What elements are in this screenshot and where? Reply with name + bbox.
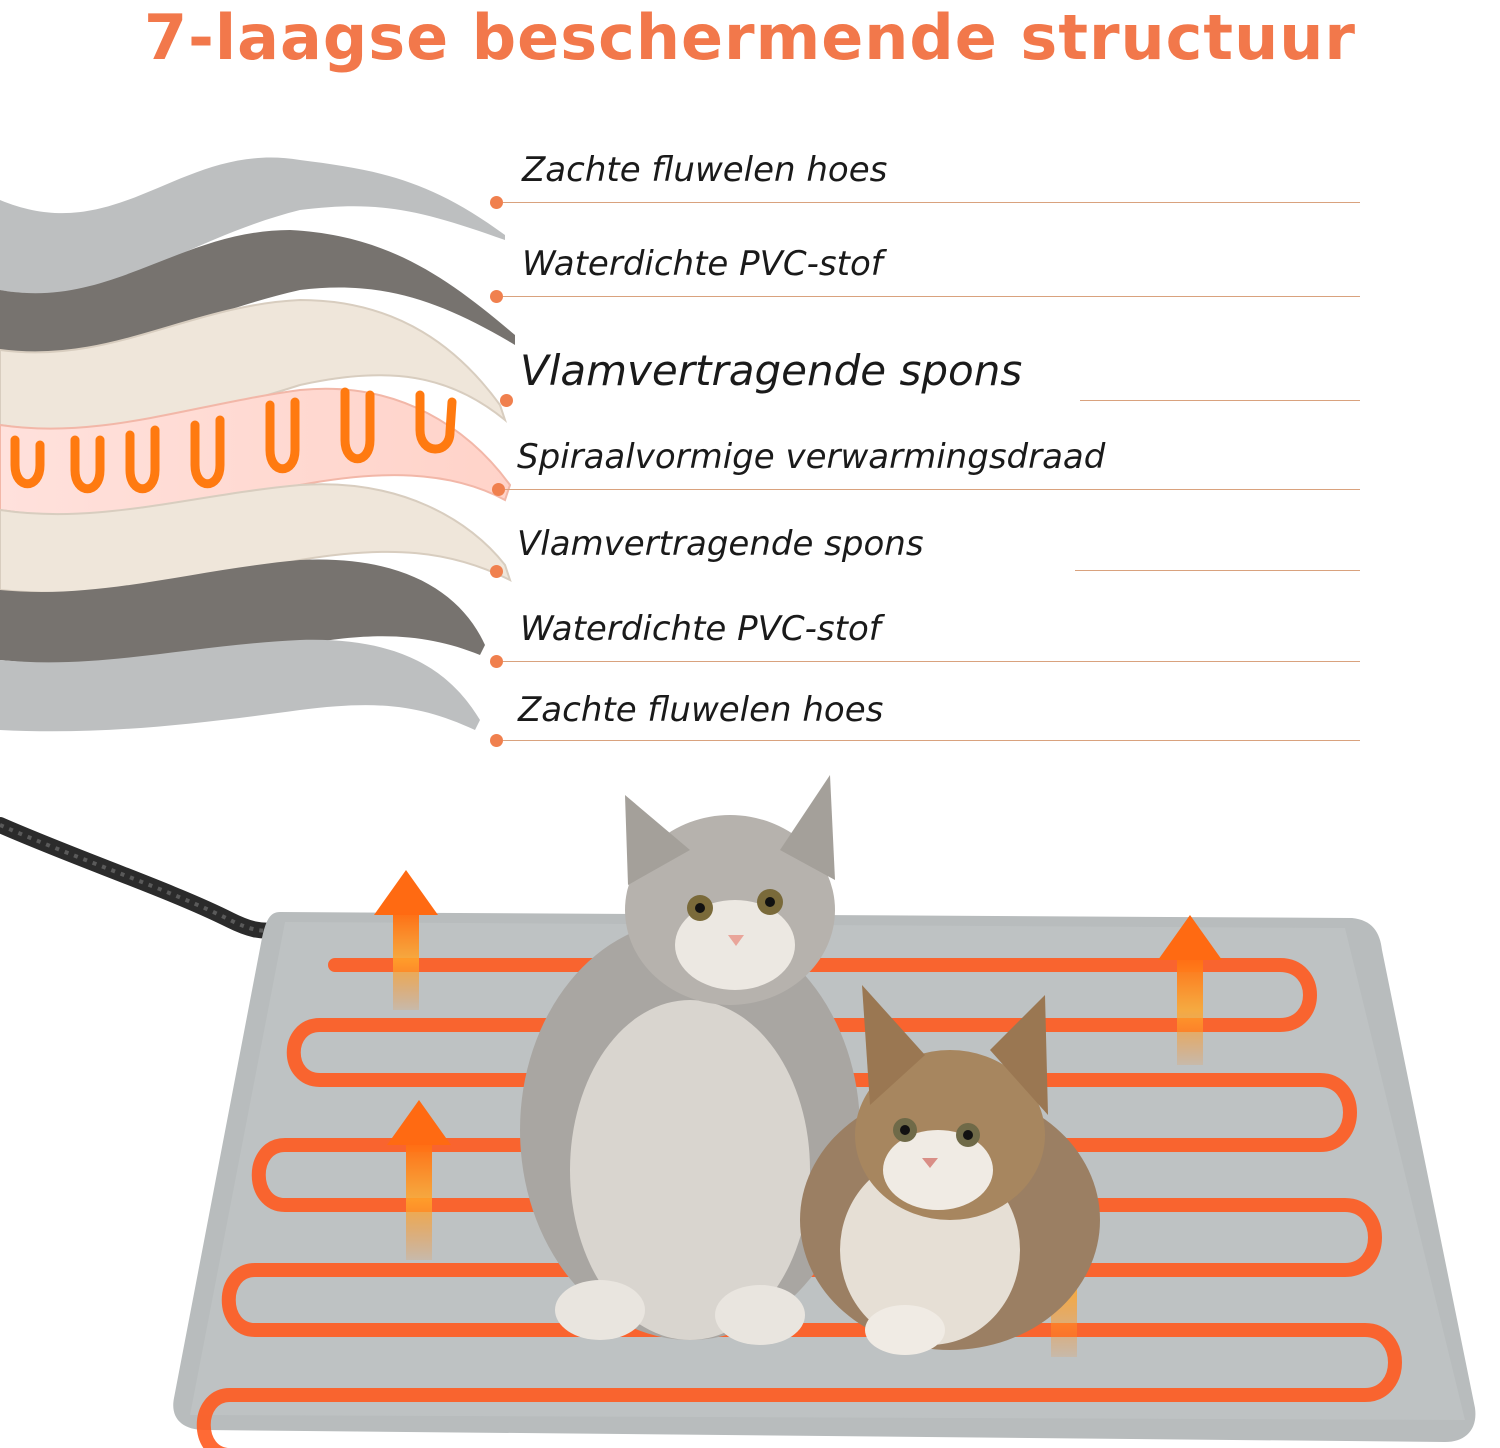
layer-label-1: Zachte fluwelen hoes	[522, 150, 888, 190]
layer-label-3: Vlamvertragende spons	[520, 346, 1023, 395]
layer-label-2: Waterdichte PVC-stof	[522, 244, 883, 284]
layer-label-5: Vlamvertragende spons	[517, 524, 924, 564]
layer-rule-1	[503, 202, 1360, 203]
heating-wire-icon	[10, 387, 457, 494]
layer-stack-illustration	[0, 157, 515, 732]
layer-rule-5	[1075, 570, 1360, 571]
mat-heating-wire-icon	[196, 958, 1402, 1448]
velvet-layer-top-icon	[0, 157, 505, 294]
heat-arrow-icon	[387, 1100, 451, 1260]
pvc-layer-top-icon	[0, 230, 515, 353]
power-cable-icon	[0, 817, 283, 939]
layer-rule-3	[1080, 400, 1360, 401]
layer-label-4: Spiraalvormige verwarmingsdraad	[517, 437, 1106, 477]
heating-mat-illustration	[0, 775, 1476, 1448]
grey-kitten-icon	[520, 775, 860, 1345]
pvc-layer-bottom-icon	[0, 559, 485, 665]
layer-rule-4	[505, 489, 1360, 490]
layer-label-7: Zachte fluwelen hoes	[518, 690, 884, 730]
tabby-kitten-icon	[800, 985, 1100, 1355]
velvet-layer-bottom-icon	[0, 639, 480, 732]
page-title: 7-laagse beschermende structuur	[144, 1, 1356, 74]
layer-rule-7	[503, 740, 1360, 741]
layer-rule-2	[503, 296, 1360, 297]
heat-arrow-icon	[1158, 915, 1222, 1065]
heat-arrow-icon	[374, 870, 438, 1010]
layer-rule-6	[503, 661, 1360, 662]
layer-label-6: Waterdichte PVC-stof	[520, 609, 881, 649]
